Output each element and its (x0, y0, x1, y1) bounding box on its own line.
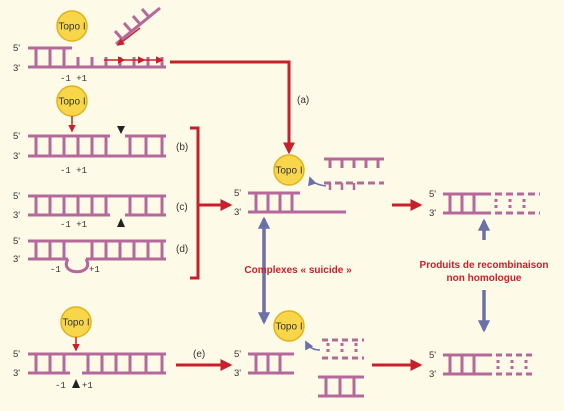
topo-circle-1: Topo I (56, 10, 88, 42)
topo-label-b: Topo I (58, 97, 85, 108)
five-prime-b: 5' (13, 131, 20, 142)
dna-row-e (28, 352, 166, 375)
topo-circle-b: Topo I (56, 85, 88, 133)
position-row-c: -1 +1 (60, 220, 87, 230)
five-prime-center-bottom: 5' (234, 349, 241, 360)
three-prime-center-bottom: 3' (234, 368, 241, 379)
three-prime-1: 3' (13, 63, 20, 74)
products-label-line2: non homologue (447, 273, 522, 284)
dna-products-bottom (443, 353, 486, 376)
dna-center-top (248, 157, 384, 214)
five-prime-products-top: 5' (429, 189, 436, 200)
position-row-b: -1 +1 (60, 166, 87, 176)
position-plus-e: +1 (82, 381, 93, 391)
three-prime-products-bottom: 3' (429, 369, 436, 380)
three-prime-center-top: 3' (234, 207, 241, 218)
dashed-products-bottom (486, 353, 532, 376)
five-prime-products-bottom: 5' (429, 350, 436, 361)
position-row-1: -1 +1 (60, 74, 87, 84)
position-minus-e: -1 (55, 381, 66, 391)
bracket-bcd (190, 126, 233, 280)
nick-marker-b (117, 126, 125, 134)
topo-circle-e: Topo I (60, 306, 92, 352)
red-small-arrows-row-1 (104, 27, 164, 64)
label-c: (c) (176, 202, 188, 213)
topo-circle-center-bottom: Topo I (273, 310, 305, 342)
blue-attack-arrow-top (308, 176, 327, 187)
nick-marker-e (72, 379, 80, 388)
arrow-e: (e) (176, 349, 233, 371)
five-prime-center-top: 5' (234, 188, 241, 199)
topo-circle-center-top: Topo I (273, 154, 305, 186)
position-plus-d: +1 (89, 265, 100, 275)
three-prime-c: 3' (13, 210, 20, 221)
products-label-line1: Produits de recombinaison (420, 260, 549, 271)
label-b: (b) (176, 142, 188, 153)
label-d: (d) (176, 244, 188, 255)
arrow-a-label: (a) (297, 95, 309, 106)
topo-label-1: Topo I (58, 22, 85, 33)
three-prime-b: 3' (13, 151, 20, 162)
position-minus-d: -1 (50, 265, 61, 275)
dashed-fragment-center-bottom (322, 338, 364, 360)
dna-row-b (28, 134, 166, 158)
three-prime-products-top: 3' (429, 208, 436, 219)
five-prime-c: 5' (13, 191, 20, 202)
dna-row-c (28, 194, 166, 217)
topo-label-center-top: Topo I (275, 166, 302, 177)
dna-row-1 (28, 6, 166, 69)
five-prime-e: 5' (13, 349, 20, 360)
blue-attack-arrow-bottom (305, 340, 321, 351)
dna-center-bottom (248, 352, 364, 398)
broken-fragment-ticks (328, 183, 356, 190)
arrow-e-label: (e) (193, 349, 205, 360)
nick-marker-c (117, 218, 125, 227)
five-prime-d: 5' (13, 236, 20, 247)
dna-row-d (28, 239, 166, 274)
five-prime-1: 5' (13, 43, 20, 54)
three-prime-d: 3' (13, 254, 20, 265)
dna-products-top (443, 192, 484, 215)
suicide-complexes-label: Complexes « suicide » (244, 265, 352, 276)
topo-label-center-bottom: Topo I (275, 322, 302, 333)
dashed-products-top (484, 192, 540, 215)
topo-label-e: Topo I (62, 318, 89, 329)
arrow-a: (a) (170, 60, 309, 155)
three-prime-e: 3' (13, 368, 20, 379)
